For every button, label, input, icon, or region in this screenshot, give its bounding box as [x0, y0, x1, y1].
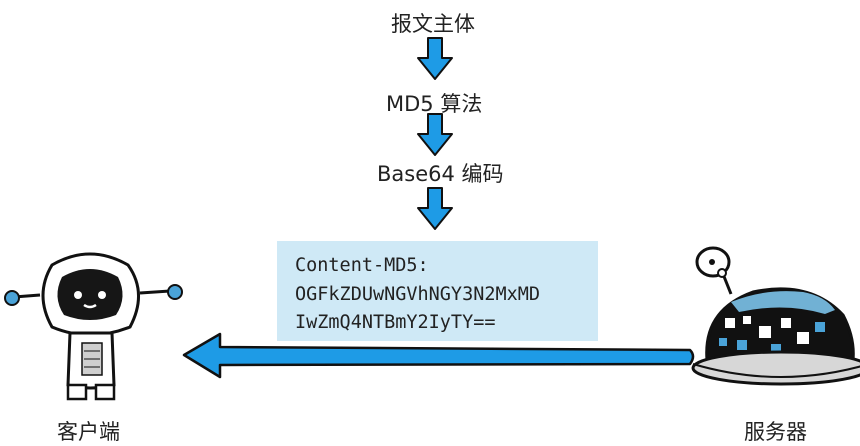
client-robot-icon	[0, 245, 190, 405]
server-label: 服务器	[744, 416, 807, 446]
left-arrow-icon	[180, 328, 700, 384]
down-arrow-icon	[415, 186, 455, 232]
flow-step-message-body: 报文主体	[391, 8, 475, 38]
server-robot-icon	[685, 240, 860, 400]
content-md5-header-box: Content-MD5: OGFkZDUwNGVhNGY3N2MxMD IwZm…	[277, 241, 598, 341]
content-md5-header-name: Content-MD5:	[295, 255, 429, 276]
flow-step-base64: Base64 编码	[377, 158, 504, 188]
down-arrow-icon	[415, 36, 455, 82]
content-md5-value-line1: OGFkZDUwNGVhNGY3N2MxMD	[295, 284, 540, 305]
client-label: 客户端	[57, 416, 120, 446]
down-arrow-icon	[415, 112, 455, 158]
